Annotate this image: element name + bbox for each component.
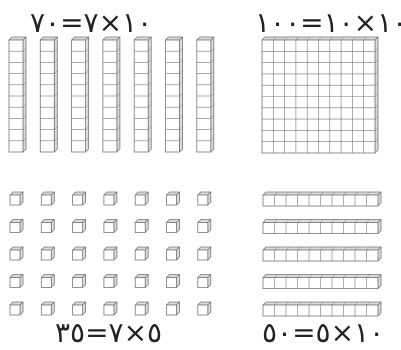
unit-cube xyxy=(198,192,211,205)
vertical-ten-rod xyxy=(197,37,214,152)
unit-cube xyxy=(41,275,54,288)
unit-cube xyxy=(10,302,23,315)
horizontal-ten-rod xyxy=(263,220,381,234)
hundred-flat xyxy=(262,37,378,153)
unit-cube xyxy=(10,220,23,233)
unit-cube xyxy=(10,275,23,288)
vertical-ten-rod xyxy=(72,37,89,152)
unit-cube xyxy=(198,275,211,288)
unit-cube xyxy=(198,220,211,233)
unit-cube xyxy=(41,302,54,315)
unit-cube xyxy=(135,247,148,260)
unit-cube xyxy=(73,247,86,260)
vertical-ten-rod xyxy=(9,37,26,152)
unit-cube xyxy=(41,192,54,205)
unit-cube xyxy=(167,192,180,205)
unit-cube xyxy=(135,220,148,233)
unit-cube xyxy=(198,247,211,260)
unit-cube xyxy=(41,247,54,260)
vertical-ten-rod xyxy=(40,37,57,152)
unit-cube xyxy=(198,302,211,315)
unit-cube xyxy=(73,275,86,288)
horizontal-ten-rod xyxy=(263,247,381,261)
horizontal-ten-rod xyxy=(263,275,381,289)
horizontal-ten-rod xyxy=(263,192,381,206)
unit-cube xyxy=(104,275,117,288)
vertical-ten-rod xyxy=(103,37,120,152)
unit-cube xyxy=(167,275,180,288)
unit-cube xyxy=(104,247,117,260)
unit-cube xyxy=(104,192,117,205)
unit-cube xyxy=(10,192,23,205)
unit-cube xyxy=(135,192,148,205)
vertical-ten-rod xyxy=(166,37,183,152)
unit-cube xyxy=(10,247,23,260)
unit-cube xyxy=(135,302,148,315)
unit-cube xyxy=(104,302,117,315)
unit-cube xyxy=(73,192,86,205)
unit-cube xyxy=(167,220,180,233)
unit-cube xyxy=(167,247,180,260)
unit-cube xyxy=(73,220,86,233)
unit-cube xyxy=(41,220,54,233)
unit-cube xyxy=(167,302,180,315)
vertical-ten-rod xyxy=(134,37,151,152)
unit-cube xyxy=(135,275,148,288)
unit-cube xyxy=(73,302,86,315)
horizontal-ten-rod xyxy=(263,302,381,316)
unit-cube xyxy=(104,220,117,233)
